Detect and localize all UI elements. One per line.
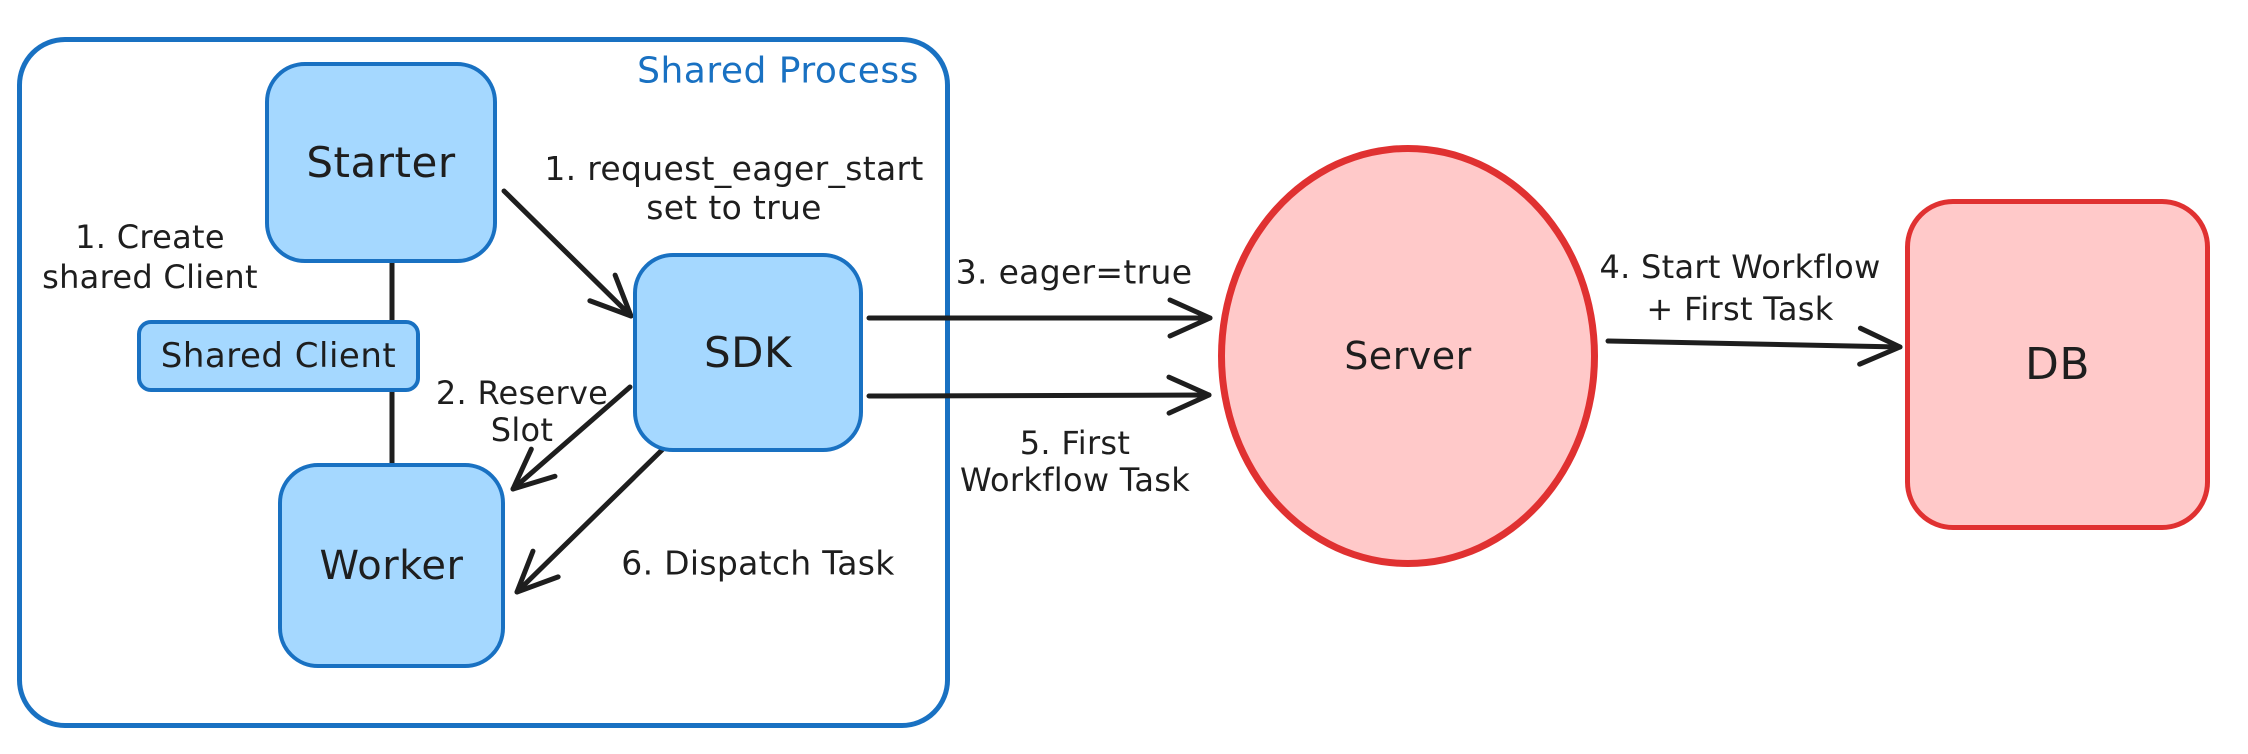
node-sdk: SDK [633,253,863,452]
note-request-eager-start: 1. request_eager_start set to true [544,149,923,227]
note-reserve-slot-line1: 2. Reserve [435,374,609,412]
note-start-workflow: 4. Start Workflow + First Task [1599,246,1880,330]
note-dispatch-task-text: 6. Dispatch Task [621,543,895,583]
node-server-label: Server [1344,334,1472,378]
node-shared-client: Shared Client [137,320,420,392]
note-request-eager-start-line1: 1. request_eager_start [544,149,924,188]
node-db-label: DB [2024,339,2091,390]
arrow-reserve-slot [510,384,633,492]
note-eager-true-text: 3. eager=true [955,252,1193,292]
note-first-workflow-task-line1: 5. First [1019,424,1131,462]
note-create-shared-client-line1: 1. Create [75,218,225,256]
node-worker: Worker [278,463,505,668]
shared-process-container [17,37,950,728]
node-server: Server [1218,145,1598,567]
note-reserve-slot-line2: Slot [490,411,554,449]
note-request-eager-start-line2: set to true [646,188,822,227]
note-start-workflow-line2: + First Task [1646,290,1834,328]
note-start-workflow-line1: 4. Start Workflow [1599,248,1881,286]
arrow-dispatch-task [514,446,666,595]
node-starter: Starter [265,62,497,263]
node-sdk-label: SDK [703,328,793,377]
arrow-server-to-db [1605,325,1903,367]
note-reserve-slot: 2. Reserve Slot [436,375,608,449]
note-create-shared-client: 1. Create shared Client [42,217,258,297]
node-db: DB [1905,199,2210,530]
note-first-workflow-task-line2: Workflow Task [959,461,1191,499]
arrow-starter-to-sdk [501,188,634,319]
arrow-sdk-to-server-first-task [866,374,1212,416]
note-eager-true: 3. eager=true [956,253,1193,292]
note-first-workflow-task: 5. First Workflow Task [960,425,1190,499]
shared-process-label: Shared Process [637,50,919,92]
note-create-shared-client-line2: shared Client [42,258,258,296]
node-worker-label: Worker [319,542,464,589]
note-dispatch-task: 6. Dispatch Task [621,544,894,583]
node-shared-client-label: Shared Client [160,336,397,376]
node-starter-label: Starter [306,138,456,187]
